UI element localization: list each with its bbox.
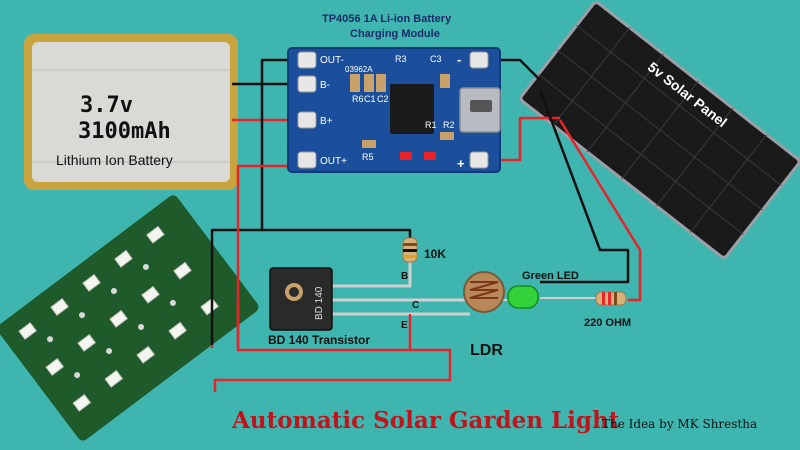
bd140-transistor: BD 140 B C E BD 140 Transistor <box>268 267 419 347</box>
ldr: LDR <box>463 271 505 359</box>
module-title-line2: Charging Module <box>350 28 440 40</box>
wire-resistor-top <box>262 228 412 240</box>
ldr-label: LDR <box>470 342 503 359</box>
resistor-10k: 10K <box>402 237 446 263</box>
green-led: Green LED <box>507 270 579 309</box>
module-code: 03962A <box>345 65 373 74</box>
resistor-10k-label: 10K <box>424 247 446 261</box>
module-ic <box>390 84 434 134</box>
transistor-lead-b <box>330 262 412 288</box>
battery-type: Lithium Ion Battery <box>56 152 173 168</box>
ref-r2: R2 <box>443 120 455 130</box>
ref-r6: R6 <box>352 94 364 104</box>
module-title-line1: TP4056 1A Li-ion Battery <box>322 13 452 25</box>
solar-panel: 5v Solar Panel <box>519 1 800 259</box>
wire-resistor-220 <box>558 119 642 302</box>
transistor-body <box>269 267 333 331</box>
ldr-body <box>463 271 505 313</box>
pin-out-positive: OUT+ <box>320 156 347 167</box>
wire-led-cathode <box>538 89 630 284</box>
led-label: Green LED <box>522 270 579 282</box>
battery-label-area <box>32 42 230 182</box>
wire-emitter <box>236 210 412 352</box>
pin-e-label: E <box>401 320 408 331</box>
wire-led-board-positive <box>213 348 452 392</box>
transistor-caption: BD 140 Transistor <box>268 333 370 347</box>
battery-voltage: 3.7v <box>80 93 133 118</box>
resistor-220: 220 OHM <box>584 291 631 329</box>
pin-in-positive: + <box>457 156 465 171</box>
pin-out-negative: OUT- <box>320 55 344 66</box>
ref-c1: C1 <box>364 94 376 104</box>
ref-c3: C3 <box>430 54 442 64</box>
ref-r3: R3 <box>395 54 407 64</box>
ref-r1: R1 <box>425 120 437 130</box>
diagram-title: Automatic Solar Garden Light <box>231 407 620 434</box>
led-board <box>0 195 259 441</box>
wire-out-positive <box>236 164 305 210</box>
pin-in-negative: - <box>457 52 461 67</box>
tp4056-module: OUT- B- B+ OUT+ - + 03962A R3 C3 R6 C1 C… <box>287 47 501 173</box>
led-body <box>507 285 539 309</box>
wires <box>210 58 642 392</box>
ref-r5: R5 <box>362 152 374 162</box>
lithium-battery: 3.7v 3100mAh Lithium Ion Battery <box>24 34 238 190</box>
transistor-part: BD 140 <box>314 286 325 320</box>
credit-text: The Idea by MK Shrestha <box>602 417 757 431</box>
pin-c-label: C <box>412 300 419 311</box>
ref-c2: C2 <box>377 94 389 104</box>
pin-b-positive: B+ <box>320 116 333 127</box>
resistor-220-label: 220 OHM <box>584 317 631 329</box>
battery-capacity: 3100mAh <box>78 119 171 144</box>
led-board-pcb <box>0 195 259 441</box>
pin-b-label: B <box>401 271 408 282</box>
pin-b-negative: B- <box>320 80 330 91</box>
